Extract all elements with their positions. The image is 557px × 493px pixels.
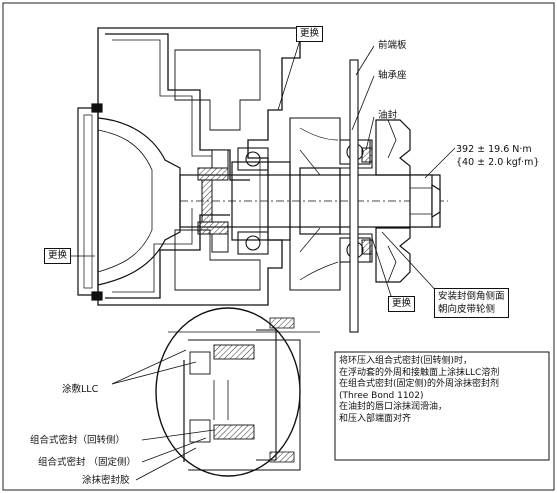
front-plate	[349, 59, 359, 333]
instruction-line: (Three Bond 1102)	[339, 390, 424, 401]
instruction-line: 在油封的唇口涂抹润滑油，	[339, 402, 448, 413]
leader-lines	[70, 39, 456, 303]
instruction-line: 将环压入组合式密封(回转侧)时，	[339, 356, 473, 366]
install-note-line-2: 朝向皮带轮侧	[438, 304, 496, 315]
combo-seal-rotating-label: 组合式密封（回转侧）	[30, 435, 126, 446]
detail-leader-lines	[111, 349, 215, 481]
oil-seal	[361, 147, 373, 255]
mechanical-seal	[197, 149, 229, 253]
instruction-box	[334, 351, 550, 461]
replace-label-bottom: 更换	[388, 296, 416, 312]
impeller	[77, 103, 181, 301]
instruction-line: 和压入部端面对齐	[339, 413, 412, 424]
assembly-instructions: 将环压入组合式密封(回转侧)时， 在浮动套的外周和接触面上涂抹LLC溶剂 在组合…	[339, 356, 499, 426]
bearing-housing	[289, 117, 373, 291]
install-orientation-note: 安装封倒角侧面 朝向皮带轮侧	[434, 288, 509, 318]
seal-detail-view	[155, 307, 320, 477]
instruction-line: 在浮动套的外周和接触面上涂抹LLC溶剂	[339, 367, 500, 378]
replace-label-top: 更换	[296, 26, 324, 42]
torque-spec-nm: 392 ± 19.6 N·m	[456, 144, 532, 155]
oil-seal-label: 油封	[378, 110, 398, 121]
install-note-line-1: 安装封倒角侧面	[438, 291, 505, 302]
torque-spec-kgf: {40 ± 2.0 kgf·m}	[456, 157, 540, 168]
pump-housing	[97, 27, 301, 306]
combo-seal-fixed-label: 组合式密封 （固定侧）	[38, 457, 137, 468]
bearing-seat-label: 轴承座	[378, 70, 407, 81]
replace-label-left: 更换	[44, 248, 72, 264]
sealant-coat-label: 涂抹密封胶	[82, 475, 130, 486]
pulley	[375, 119, 411, 283]
instruction-line: 在组合式密封(固定侧)的外周涂抹密封剂	[339, 379, 500, 390]
llc-coat-label: 涂敷LLC	[62, 384, 99, 395]
front-plate-label: 前端板	[378, 40, 407, 51]
pulley-nut	[409, 174, 441, 228]
